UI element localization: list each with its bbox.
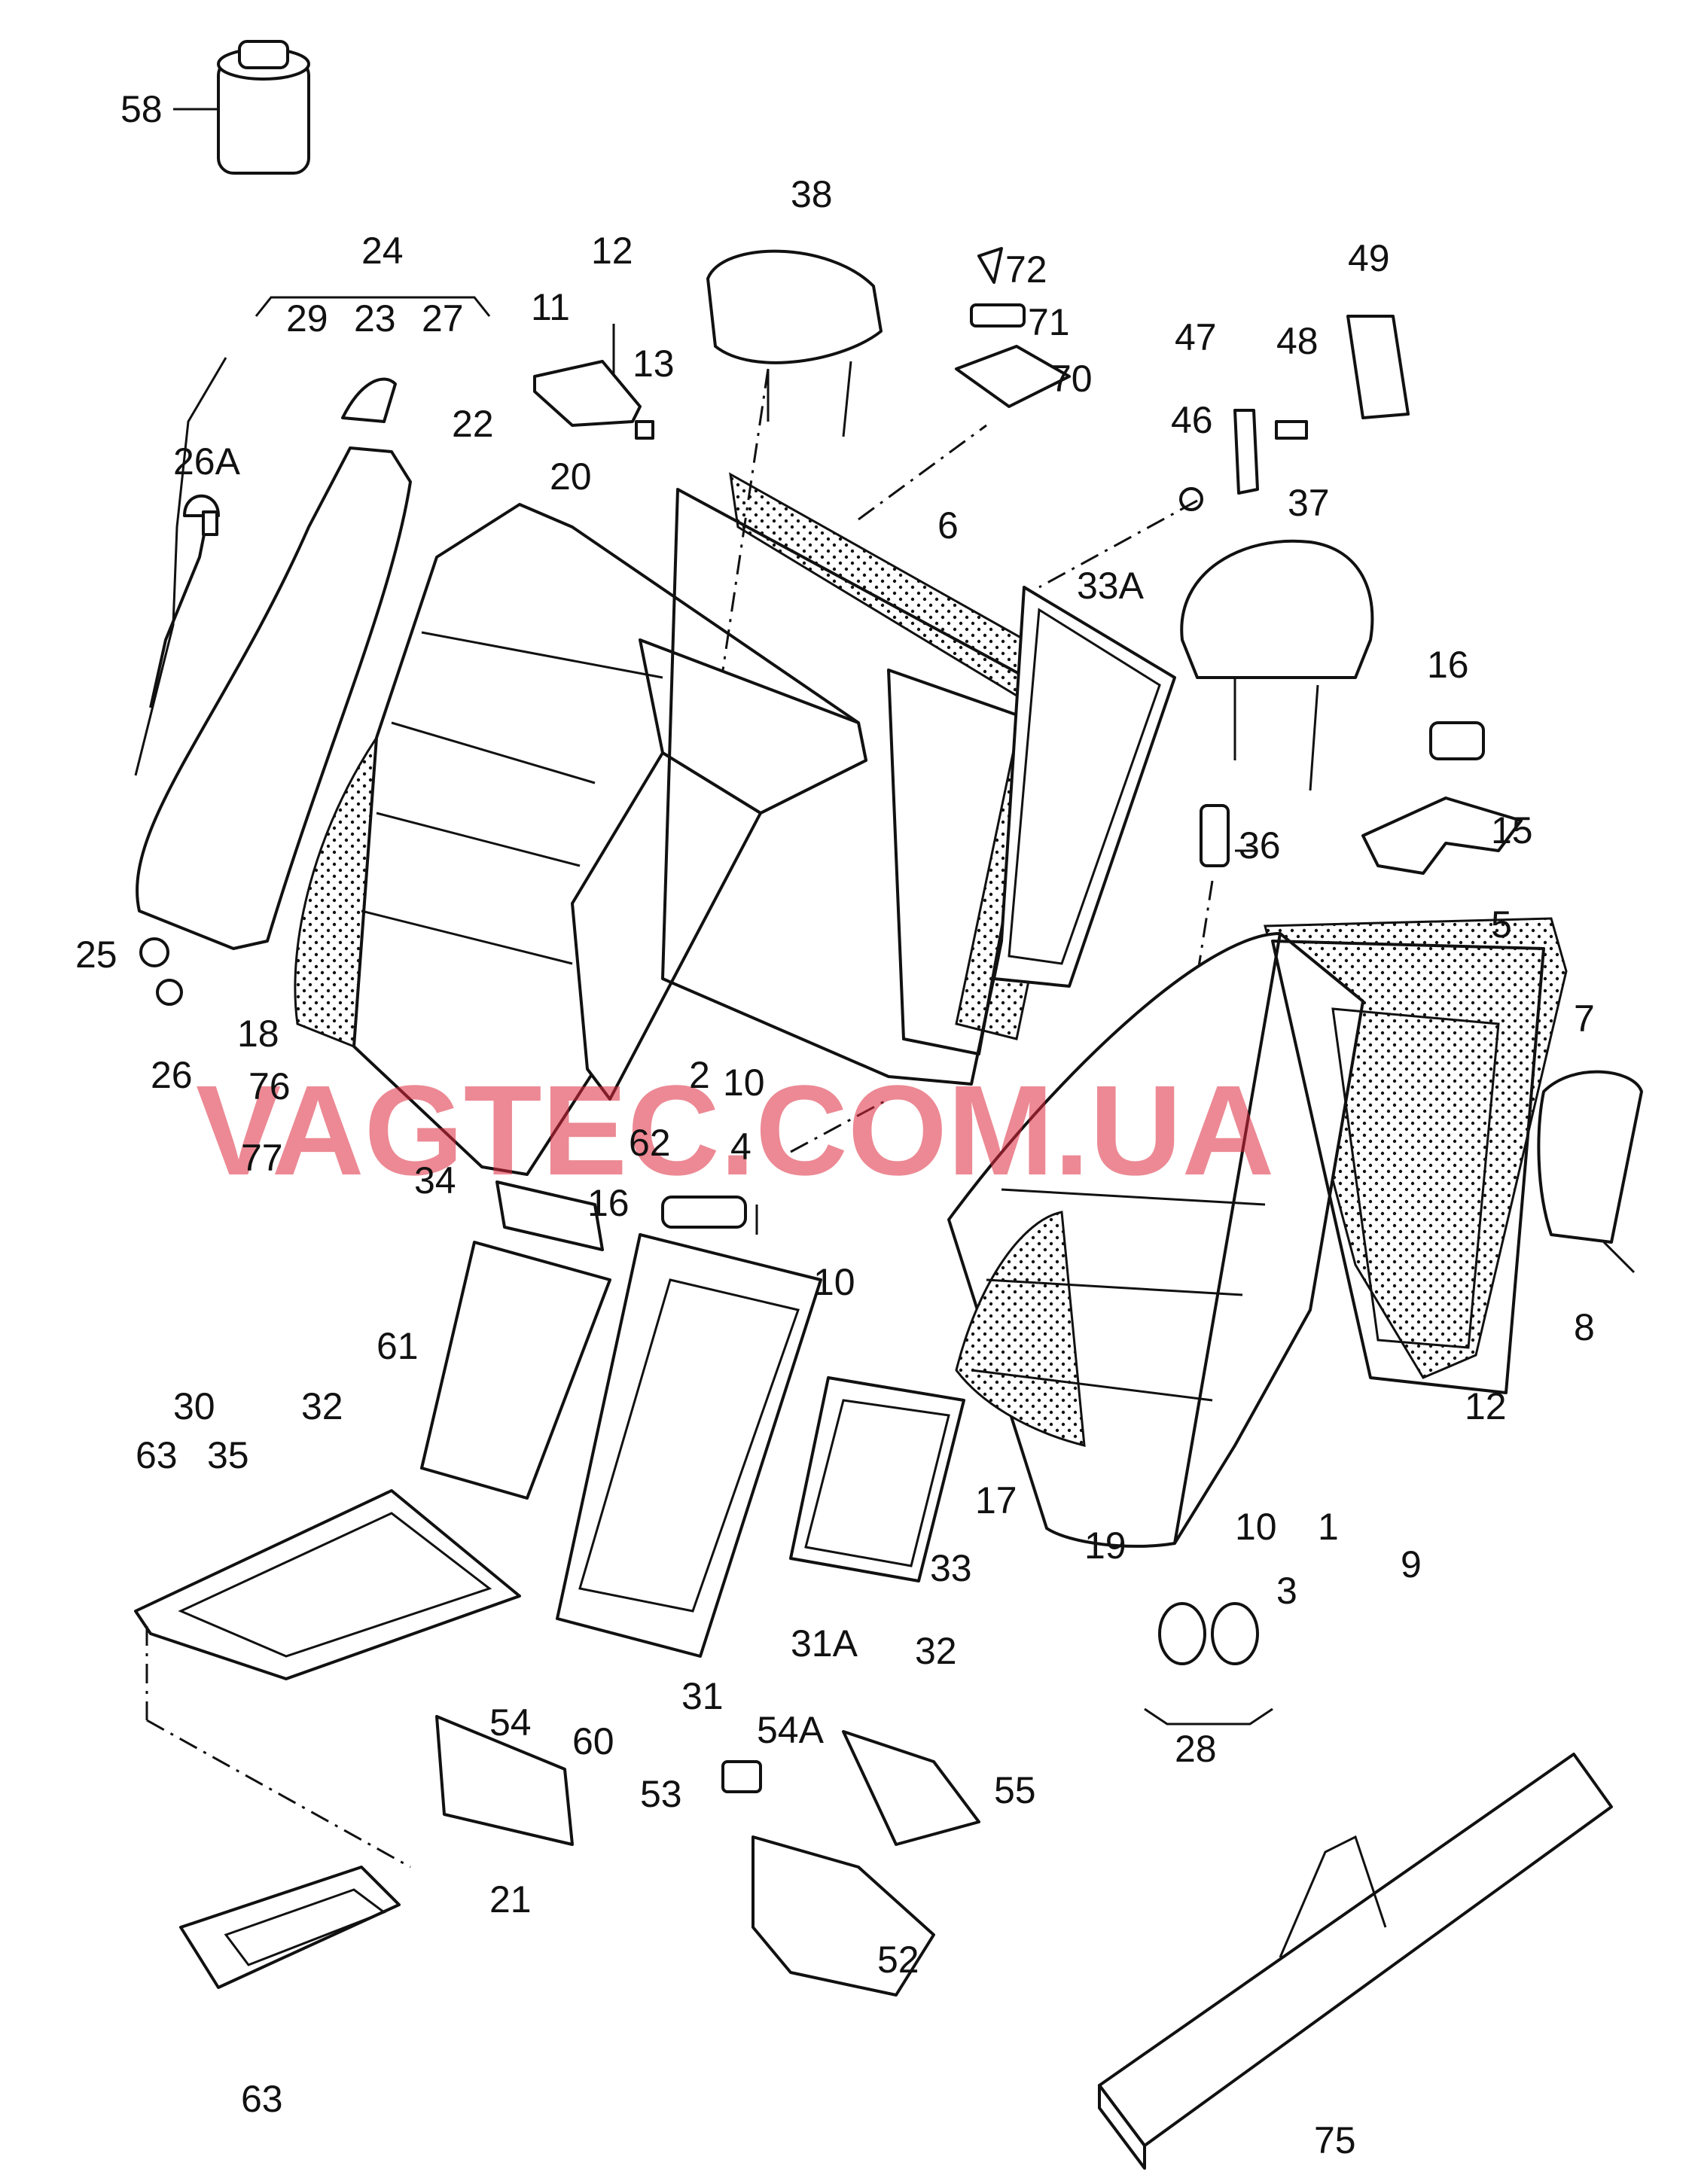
callout-label: 13 [633,343,675,385]
callout-label: 11 [531,286,570,328]
callout-label: 26 [151,1054,193,1096]
callout-label: 31A [791,1622,858,1665]
callout-label: 10 [723,1062,765,1104]
callout-label: 8 [1574,1306,1595,1348]
latch-part-11 [533,324,654,440]
cover-parts-70-72 [955,247,1071,408]
callout-label: 36 [1239,824,1281,867]
mechanism-part-63 [179,1866,401,1989]
callout-label: 24 [361,230,404,272]
callout-label: 31 [681,1675,724,1717]
callout-label: 37 [1288,482,1330,524]
callout-label: 27 [422,297,464,340]
callout-label: 15 [1491,809,1533,851]
seat-frame-1 [1271,940,1545,1394]
bracket-part-7 [1537,1070,1643,1274]
callout-label: 53 [640,1773,682,1815]
panel-part-61 [420,1241,611,1500]
callout-label: 23 [354,297,396,340]
callout-label: 9 [1401,1543,1422,1585]
callout-label: 33 [930,1547,972,1589]
callout-label: 10 [813,1261,855,1303]
callout-label: 12 [1465,1385,1507,1427]
callout-label: 60 [572,1720,614,1762]
callout-label: 20 [550,455,592,498]
callout-label: 63 [241,2078,283,2120]
callout-label: 33A [1077,565,1145,607]
callout-label: 63 [136,1434,178,1476]
callout-label: 4 [730,1126,751,1168]
callout-label: 16 [1427,644,1469,686]
callout-label: 49 [1348,237,1390,279]
callout-label: 29 [286,297,328,340]
callout-label: 35 [207,1434,249,1476]
armrest-part-30 [134,1489,521,1869]
disc-parts-28 [1144,1602,1273,1726]
callout-label: 6 [937,504,959,547]
callout-label: 28 [1175,1728,1217,1770]
nut-parts-25-26 [139,937,183,1006]
callout-label: 54A [757,1709,825,1751]
center-frame-31 [556,1196,822,1658]
callout-label: 55 [994,1769,1036,1811]
callout-label: 34 [414,1159,456,1202]
callout-label: 47 [1175,316,1217,358]
callout-label: 7 [1574,998,1595,1040]
callout-label: 54 [489,1701,532,1744]
callout-label: 62 [629,1122,671,1164]
callout-label: 22 [452,403,494,445]
callout-label: 61 [377,1325,419,1367]
headrest-part-38 [706,249,883,671]
callout-label: 5 [1491,903,1512,946]
callout-label: 76 [248,1065,291,1107]
callout-label: 38 [791,173,833,215]
callout-label: 2 [689,1054,710,1096]
callout-label: 12 [591,230,633,272]
cover-part-21 [435,1715,574,1846]
callout-label: 21 [489,1878,532,1921]
callout-label: 46 [1171,399,1213,441]
bracket-parts-47-49 [1038,315,1410,589]
callout-label: 16 [587,1182,630,1224]
callout-label: 58 [120,88,163,130]
backrest-cover-20 [294,503,867,1176]
callout-label: 48 [1276,320,1319,362]
backrest-cover-19 [947,917,1568,1548]
watermark: VAGTEC.COM.UA [196,1059,1274,1202]
jar-part-58 [173,40,310,175]
panel-part-33a [992,586,1176,988]
callout-label: 18 [237,1013,279,1055]
callout-label: 70 [1050,358,1093,400]
callout-label: 19 [1084,1525,1126,1567]
callout-label: 3 [1276,1570,1297,1612]
callout-label: 72 [1005,248,1047,291]
hook-part-26a [149,510,218,708]
guide-part-36 [1200,804,1258,867]
callout-label: 32 [301,1385,343,1427]
callout-label: 25 [75,934,117,976]
callout-label: 17 [975,1479,1017,1521]
panel-part-33 [789,1376,965,1582]
callout-label: 75 [1314,2119,1356,2161]
callout-label: 10 [1235,1506,1277,1548]
strip-part-34 [495,1180,604,1251]
callout-label: 30 [173,1385,215,1427]
callout-label: 71 [1028,301,1070,343]
callout-label: 1 [1318,1506,1339,1548]
bracket-parts-52-55 [721,1730,980,1997]
armrest-bracket-24 [134,296,491,950]
ski-bag-part-75 [1098,1753,1613,2170]
callout-label: 77 [241,1137,283,1179]
callout-label: 26A [173,440,241,483]
cover-parts-15-16 [1361,721,1523,875]
callout-label: 32 [915,1630,957,1672]
callout-label: 52 [877,1939,919,1981]
